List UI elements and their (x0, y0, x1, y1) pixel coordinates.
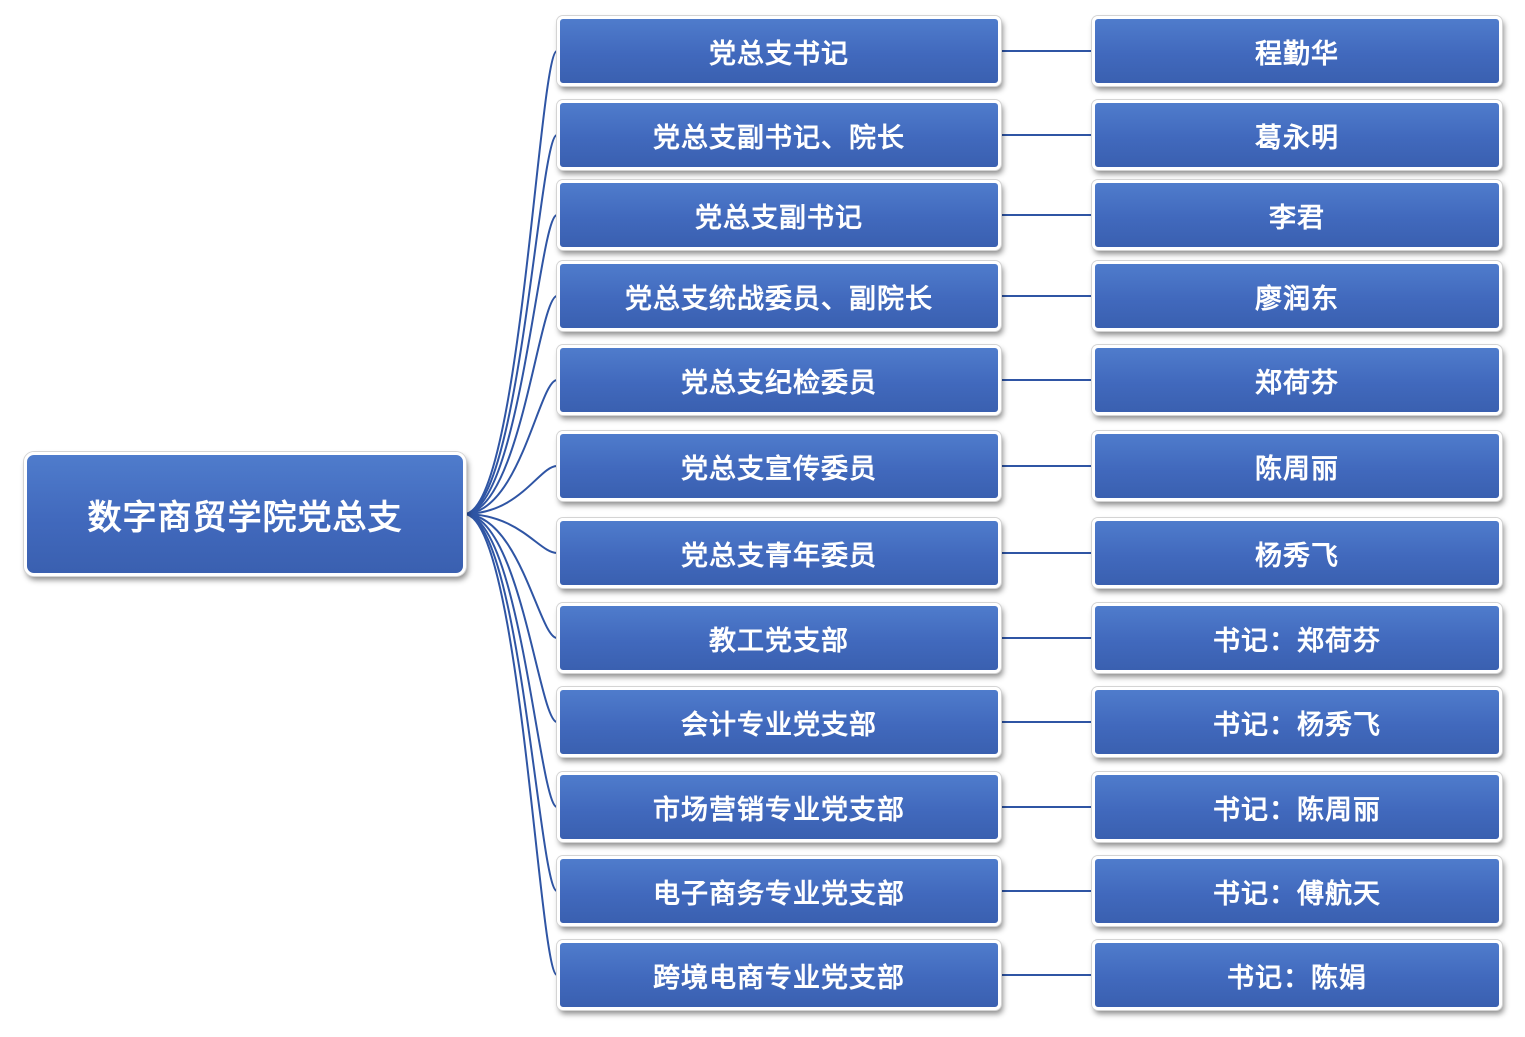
person-node: 杨秀飞 (1092, 518, 1502, 588)
root-connector (463, 513, 558, 554)
role-label: 市场营销专业党支部 (653, 794, 905, 826)
role-label: 党总支副书记、院长 (653, 122, 905, 154)
role-label: 教工党支部 (709, 625, 849, 657)
role-node: 电子商务专业党支部 (557, 856, 1001, 926)
root-node-label: 数字商贸学院党总支 (87, 497, 403, 538)
person-label: 书记：陈周丽 (1213, 794, 1381, 826)
role-label: 党总支副书记 (695, 202, 863, 234)
person-node: 郑荷芬 (1092, 345, 1502, 415)
person-label: 书记：陈娟 (1227, 962, 1367, 994)
role-node: 教工党支部 (557, 603, 1001, 673)
person-label: 书记：傅航天 (1213, 878, 1381, 910)
person-node: 书记：杨秀飞 (1092, 687, 1502, 757)
root-node: 数字商贸学院党总支 (24, 452, 466, 576)
role-label: 党总支书记 (709, 38, 849, 70)
role-label: 党总支青年委员 (681, 540, 877, 572)
person-node: 葛永明 (1092, 100, 1502, 170)
person-label: 李君 (1269, 202, 1325, 234)
person-node: 书记：陈娟 (1092, 940, 1502, 1010)
root-connector (463, 513, 558, 808)
role-node: 党总支宣传委员 (557, 431, 1001, 501)
root-connector (463, 379, 558, 515)
role-label: 党总支统战委员、副院长 (625, 283, 933, 315)
person-node: 书记：陈周丽 (1092, 772, 1502, 842)
person-node: 李君 (1092, 180, 1502, 250)
person-label: 杨秀飞 (1255, 540, 1339, 572)
root-connector (463, 465, 558, 515)
person-label: 郑荷芬 (1255, 367, 1339, 399)
person-label: 廖润东 (1255, 283, 1339, 315)
role-label: 跨境电商专业党支部 (653, 962, 905, 994)
root-connector (463, 513, 558, 723)
person-node: 书记：郑荷芬 (1092, 603, 1502, 673)
person-label: 书记：杨秀飞 (1213, 709, 1381, 741)
person-node: 程勤华 (1092, 16, 1502, 86)
root-connector (463, 214, 558, 515)
root-connector (463, 513, 558, 639)
role-node: 市场营销专业党支部 (557, 772, 1001, 842)
person-label: 陈周丽 (1255, 453, 1339, 485)
role-label: 电子商务专业党支部 (653, 878, 905, 910)
role-node: 党总支纪检委员 (557, 345, 1001, 415)
role-node: 党总支书记 (557, 16, 1001, 86)
role-label: 党总支纪检委员 (681, 367, 877, 399)
person-label: 书记：郑荷芬 (1213, 625, 1381, 657)
role-node: 党总支副书记 (557, 180, 1001, 250)
role-label: 党总支宣传委员 (681, 453, 877, 485)
role-node: 党总支副书记、院长 (557, 100, 1001, 170)
person-node: 陈周丽 (1092, 431, 1502, 501)
root-connector (463, 50, 558, 515)
root-connector (463, 134, 558, 515)
role-label: 会计专业党支部 (681, 709, 877, 741)
role-node: 会计专业党支部 (557, 687, 1001, 757)
root-connector (463, 513, 558, 976)
role-node: 跨境电商专业党支部 (557, 940, 1001, 1010)
root-connector (463, 295, 558, 515)
person-label: 程勤华 (1255, 38, 1339, 70)
person-node: 书记：傅航天 (1092, 856, 1502, 926)
role-node: 党总支统战委员、副院长 (557, 261, 1001, 331)
person-node: 廖润东 (1092, 261, 1502, 331)
role-node: 党总支青年委员 (557, 518, 1001, 588)
root-connector (463, 513, 558, 892)
person-label: 葛永明 (1255, 122, 1339, 154)
